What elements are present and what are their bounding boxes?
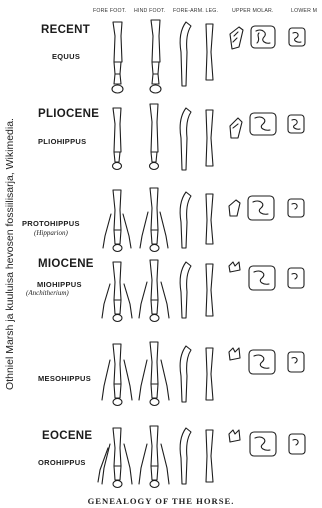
pliohippus-fore-foot [113, 108, 122, 170]
equus-fore-arm [180, 22, 191, 86]
protohippus-lower-molar-b [288, 199, 304, 217]
pliohippus-upper-molar [230, 118, 242, 138]
equus-upper-molar [230, 27, 243, 49]
orohippus-fore-foot [98, 428, 132, 488]
equus-hind-foot [150, 20, 161, 93]
pliohippus-lower-molar-a [250, 113, 276, 135]
mesohippus-leg [206, 348, 213, 400]
orohippus-fore-arm [180, 428, 191, 484]
miohippus-lower-molar-a [249, 266, 275, 290]
mesohippus-fore-arm [180, 346, 191, 402]
miohippus-lower-molar-b [288, 268, 304, 288]
miohippus-upper-molar [229, 262, 240, 272]
protohippus-fore-arm [180, 192, 191, 248]
figure-caption: GENEALOGY OF THE HORSE. [0, 496, 322, 506]
miohippus-leg [206, 264, 213, 316]
mesohippus-upper-molar [229, 348, 240, 360]
protohippus-upper-molar [229, 200, 240, 216]
protohippus-leg [206, 194, 213, 244]
mesohippus-lower-molar-a [249, 350, 275, 374]
miohippus-fore-arm [180, 262, 191, 318]
pliohippus-lower-molar-b [288, 115, 304, 133]
protohippus-hind-foot [140, 188, 168, 252]
equus-fore-foot [112, 22, 123, 93]
mesohippus-hind-foot [139, 342, 169, 406]
pliohippus-leg [206, 110, 213, 166]
pliohippus-hind-foot [150, 104, 159, 170]
equus-leg [206, 24, 213, 80]
orohippus-leg [206, 430, 213, 482]
orohippus-lower-molar-b [289, 434, 305, 454]
mesohippus-lower-molar-b [288, 352, 304, 372]
miohippus-hind-foot [139, 260, 169, 322]
orohippus-hind-foot [139, 426, 169, 488]
orohippus-upper-molar [229, 430, 240, 442]
orohippus-lower-molar-a [250, 432, 276, 456]
equus-lower-molar-a [251, 26, 275, 48]
pliohippus-fore-arm [180, 108, 191, 170]
mesohippus-fore-foot [102, 344, 132, 406]
protohippus-lower-molar-a [248, 196, 274, 220]
equus-lower-molar-b [289, 28, 305, 46]
protohippus-fore-foot [103, 190, 131, 252]
miohippus-fore-foot [102, 262, 132, 322]
